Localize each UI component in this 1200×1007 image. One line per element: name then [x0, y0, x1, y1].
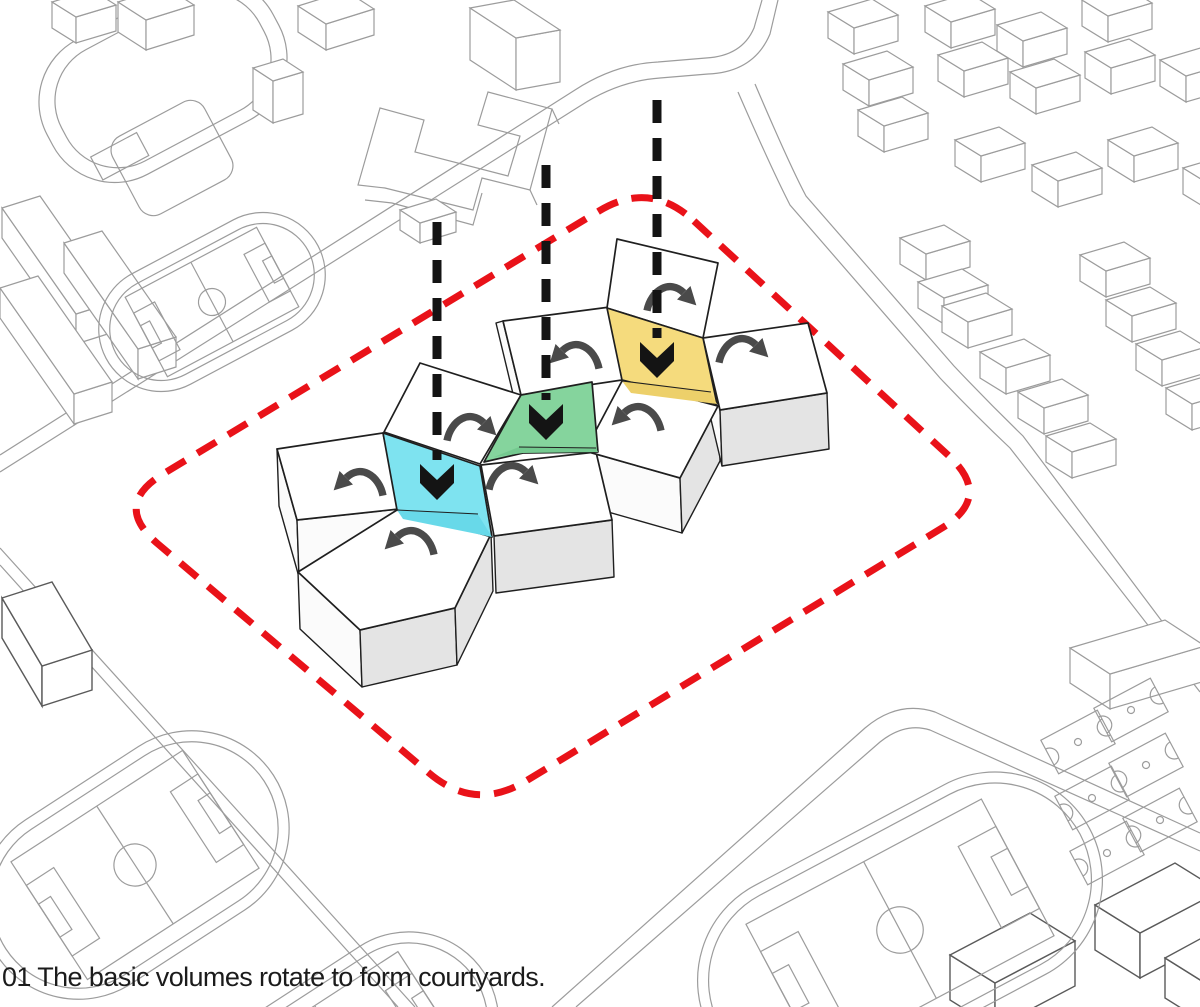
rotation-arrow [485, 462, 539, 491]
rotation-arrow [384, 527, 438, 556]
rotation-arrow [643, 283, 697, 312]
insertion-arrow-cyan [420, 222, 454, 500]
sports-fields [0, 211, 1104, 1007]
rotation-arrow [611, 403, 665, 432]
insertion-arrows [420, 100, 674, 500]
rotation-arrow [715, 335, 769, 364]
basketball-court [1093, 677, 1169, 743]
building-rounded [110, 99, 234, 217]
insertion-arrow-green [529, 165, 563, 440]
rotation-arrows [333, 283, 769, 556]
basketball-court [1054, 765, 1130, 831]
basketball-courts [1040, 677, 1198, 886]
building-cluster [276, 238, 830, 688]
basketball-court [1069, 820, 1145, 886]
rotation-arrow [549, 341, 603, 370]
rotation-arrow [333, 468, 387, 497]
basketball-court [1108, 732, 1184, 798]
running-track [0, 730, 290, 1000]
insertion-arrow-yellow [640, 100, 674, 378]
running-track [696, 771, 1104, 1007]
basketball-court [1040, 709, 1116, 775]
rotation-arrow [443, 413, 497, 442]
running-track [98, 211, 326, 393]
site-boundary [132, 194, 973, 799]
building-s-shape [357, 91, 560, 226]
figure-caption: 01 The basic volumes rotate to form cour… [2, 962, 546, 992]
basketball-court [1122, 787, 1198, 853]
running-track [200, 931, 500, 1007]
